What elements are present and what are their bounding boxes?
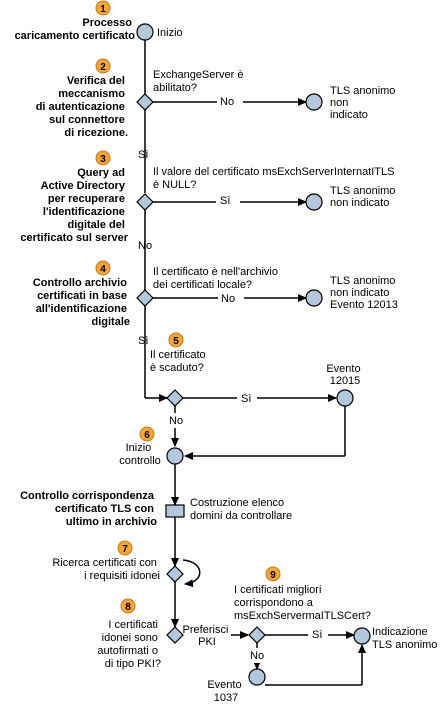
- badge-4: 4: [95, 260, 111, 276]
- q4-si-label: Sì: [241, 393, 251, 405]
- tls-none-3-text: TLS anonimo non indicato Evento 12013: [330, 275, 399, 311]
- end-tls-none-1: [305, 93, 323, 111]
- q6-text: I certificati idonei sono autofirmati o …: [97, 619, 161, 670]
- end-tls-none-3: [305, 289, 323, 307]
- decision-q1: [136, 93, 154, 111]
- badge-9: 9: [265, 566, 281, 582]
- decision-q5: [166, 565, 184, 583]
- q1-no-label: No: [220, 96, 234, 108]
- badge-6: 6: [139, 426, 155, 442]
- tls-none-1-text: TLS anonimo non indicato: [330, 85, 399, 121]
- q4-no-label: No: [169, 415, 183, 427]
- step-10-title: Controllo corrispondenza certificato TLS…: [20, 490, 157, 528]
- badge-1: 1: [95, 0, 111, 16]
- q2-si-label: Sì: [220, 195, 230, 207]
- tls-none-2-text: TLS anonimo non indicato: [330, 185, 399, 209]
- svg-text:9: 9: [270, 570, 276, 581]
- q7-no-label: No: [250, 650, 264, 662]
- svg-text:3: 3: [100, 154, 106, 165]
- badges: 1 2 3 4 5 6 7 8: [95, 0, 281, 614]
- end-tls-none-2: [305, 193, 323, 211]
- step-titles: Processo caricamento certificato Verific…: [15, 17, 158, 528]
- check-start-node: [166, 447, 184, 465]
- q3-si-label: Sì: [138, 335, 148, 347]
- badge-3: 3: [95, 150, 111, 166]
- event-12015-text: Evento 12015: [326, 363, 363, 387]
- q7-text: I certificati migliori corrispondono a m…: [234, 584, 371, 622]
- prefer-pki-label: Preferisci PKI: [183, 624, 232, 648]
- q3-text: Il certificato è nell'archivio dei certi…: [153, 266, 281, 291]
- event-1037-node: [248, 668, 266, 686]
- check-start-text: Inizio controllo: [119, 442, 161, 467]
- svg-text:4: 4: [100, 264, 106, 275]
- step-1-title: Processo caricamento certificato: [15, 17, 136, 42]
- nodes: [136, 23, 371, 686]
- svg-text:5: 5: [173, 336, 179, 347]
- q4-text: Il certificato è scaduto?: [150, 349, 209, 374]
- step-2-title: Verifica del meccanismo di autenticazion…: [36, 75, 128, 139]
- decision-q4: [166, 389, 184, 407]
- start-label: Inizio: [157, 27, 183, 39]
- event-12015-node: [336, 389, 354, 407]
- svg-text:2: 2: [100, 62, 106, 73]
- decision-q6: [166, 626, 184, 644]
- start-node: [136, 23, 154, 41]
- badge-8: 8: [120, 598, 136, 614]
- badge-7: 7: [117, 540, 133, 556]
- badge-5: 5: [168, 332, 184, 348]
- q5-text: Ricerca certificati con i requisiti idon…: [52, 557, 160, 582]
- step-3-title: Query ad Active Directory per recuperare…: [20, 167, 128, 244]
- q1-text: ExchangeServer è abilitato?: [153, 69, 247, 94]
- decision-q2: [136, 193, 154, 211]
- loop-arrow: [182, 559, 201, 588]
- step-4-title: Controllo archivio certificati in base a…: [33, 277, 130, 328]
- q3-no-label: No: [221, 293, 235, 305]
- tls-indication-node: [353, 627, 371, 645]
- build-list-node: [165, 504, 185, 518]
- svg-text:6: 6: [144, 430, 150, 441]
- q2-text: Il valore del certificato msExchServerIn…: [153, 166, 398, 191]
- decision-q7: [248, 626, 266, 644]
- build-list-text: Costruzione elenco domini da controllare: [190, 497, 292, 522]
- badge-2: 2: [95, 58, 111, 74]
- tls-indication-text: Indicazione TLS anonimo: [372, 626, 437, 651]
- event-1037-text: Evento 1037: [207, 679, 244, 704]
- q1-si-label: Sì: [138, 149, 148, 161]
- q2-no-label: No: [138, 240, 152, 252]
- labels: Inizio ExchangeServer è abilitato? Il va…: [52, 27, 437, 704]
- q7-si-label: Sì: [312, 629, 322, 641]
- decision-q3: [136, 289, 154, 307]
- label-backdrops: [166, 93, 328, 663]
- svg-text:1: 1: [100, 4, 106, 15]
- svg-text:7: 7: [122, 544, 128, 555]
- svg-text:8: 8: [125, 602, 131, 613]
